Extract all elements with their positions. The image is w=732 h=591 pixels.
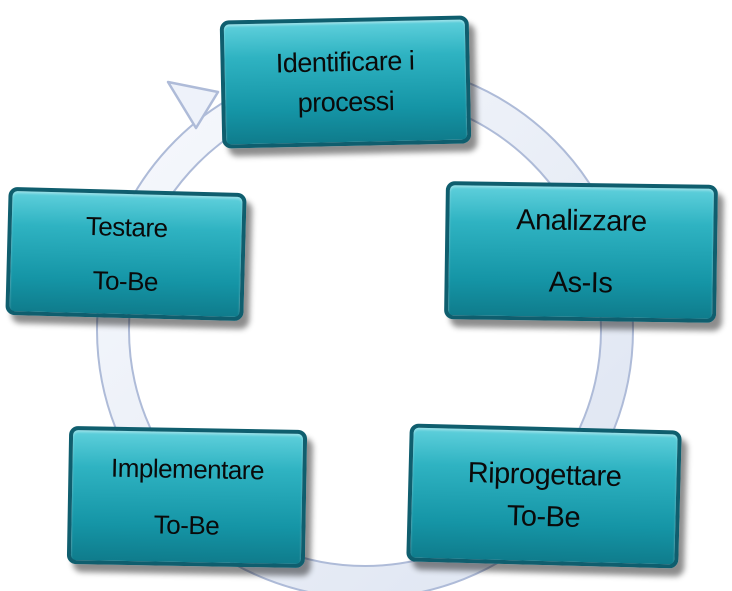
step-box-testare-to-be: Testare To-Be [5, 186, 247, 322]
step-label-line: Analizzare [516, 204, 647, 238]
step-label-line: As-Is [548, 266, 613, 300]
step-label-line: To-Be [92, 265, 159, 297]
step-label-line: Identificare i [275, 45, 415, 79]
ring-arrowhead [166, 80, 220, 130]
step-box-riprogettare-to-be: Riprogettare To-Be [406, 423, 682, 569]
step-label-line: Riprogettare [467, 457, 622, 494]
step-box-identificare-processi: Identificare i processi [219, 15, 472, 149]
step-label-line: Implementare [110, 452, 265, 486]
step-label-line: To-Be [153, 509, 220, 541]
step-label-line: Testare [85, 210, 168, 244]
step-box-analizzare-as-is: Analizzare As-Is [444, 181, 718, 323]
step-label-line: To-Be [506, 500, 581, 534]
step-box-implementare-to-be: Implementare To-Be [66, 425, 308, 569]
step-label-line: processi [297, 85, 395, 119]
